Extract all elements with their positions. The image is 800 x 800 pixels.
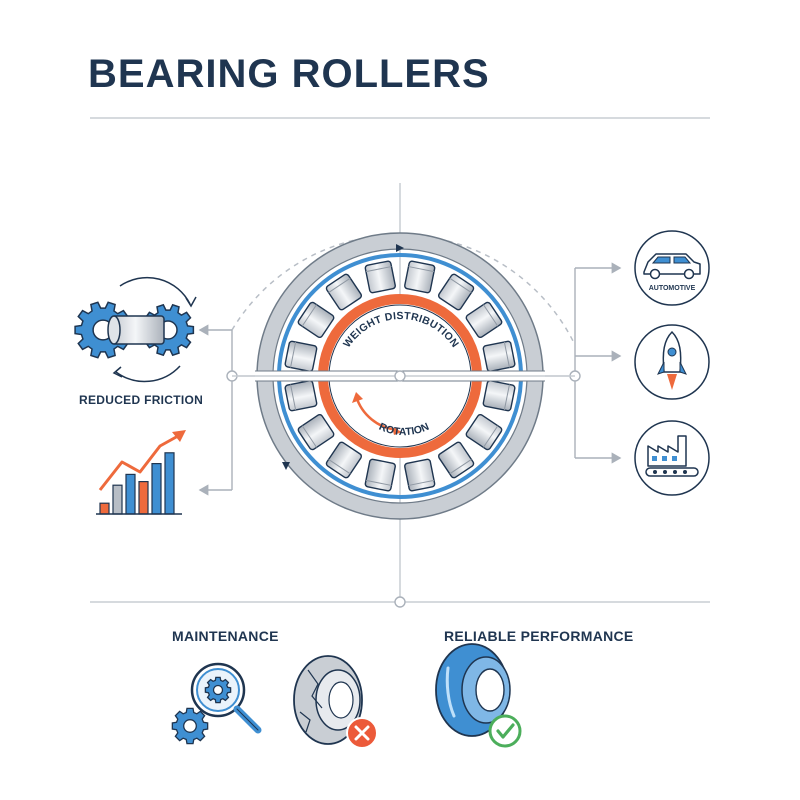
roller [437, 441, 475, 479]
right-connectors [574, 262, 622, 464]
roller [465, 413, 503, 451]
cross-icon [346, 717, 378, 749]
factory-icon [634, 420, 710, 496]
roller-group [284, 260, 516, 492]
page-title: BEARING ROLLERS [88, 52, 490, 96]
reliable-performance-label: RELIABLE PERFORMANCE [444, 628, 634, 644]
roller [325, 441, 363, 479]
maintenance-label: MAINTENANCE [172, 628, 279, 644]
blue-bearing-icon [435, 643, 511, 737]
roller [297, 413, 335, 451]
worn-bearing-icon [293, 655, 363, 745]
gear-icon [171, 707, 209, 745]
roller [465, 301, 503, 339]
rotation-label: ROTATION [377, 421, 431, 439]
car-icon [634, 230, 710, 306]
roller [284, 340, 318, 372]
bearing-diagram [232, 232, 575, 520]
curved-arrows-icon [112, 276, 197, 383]
bar [99, 502, 110, 515]
trend-chart-icon [96, 430, 186, 515]
dashed-outer-arc [231, 234, 576, 346]
trend-arrow-icon [98, 434, 179, 491]
automotive-label: AUTOMOTIVE [649, 285, 696, 292]
bar [125, 473, 136, 515]
roller [482, 380, 516, 412]
reduced-friction-label: REDUCED FRICTION [79, 393, 204, 407]
bar [151, 463, 162, 515]
roller [364, 458, 396, 492]
rotation-arrow [354, 395, 399, 432]
magnifier-icon [190, 662, 262, 734]
roller [364, 260, 396, 294]
roller-icon [107, 315, 165, 345]
roller [437, 273, 475, 311]
check-icon [488, 714, 522, 748]
left-connectors [198, 324, 233, 496]
roller [325, 273, 363, 311]
roller [404, 458, 436, 492]
bar [164, 452, 175, 515]
roller [297, 301, 335, 339]
rocket-icon [634, 324, 710, 400]
roller [404, 260, 436, 294]
roller [482, 340, 516, 372]
bar [112, 484, 123, 515]
roller [284, 380, 318, 412]
bar [138, 481, 149, 515]
